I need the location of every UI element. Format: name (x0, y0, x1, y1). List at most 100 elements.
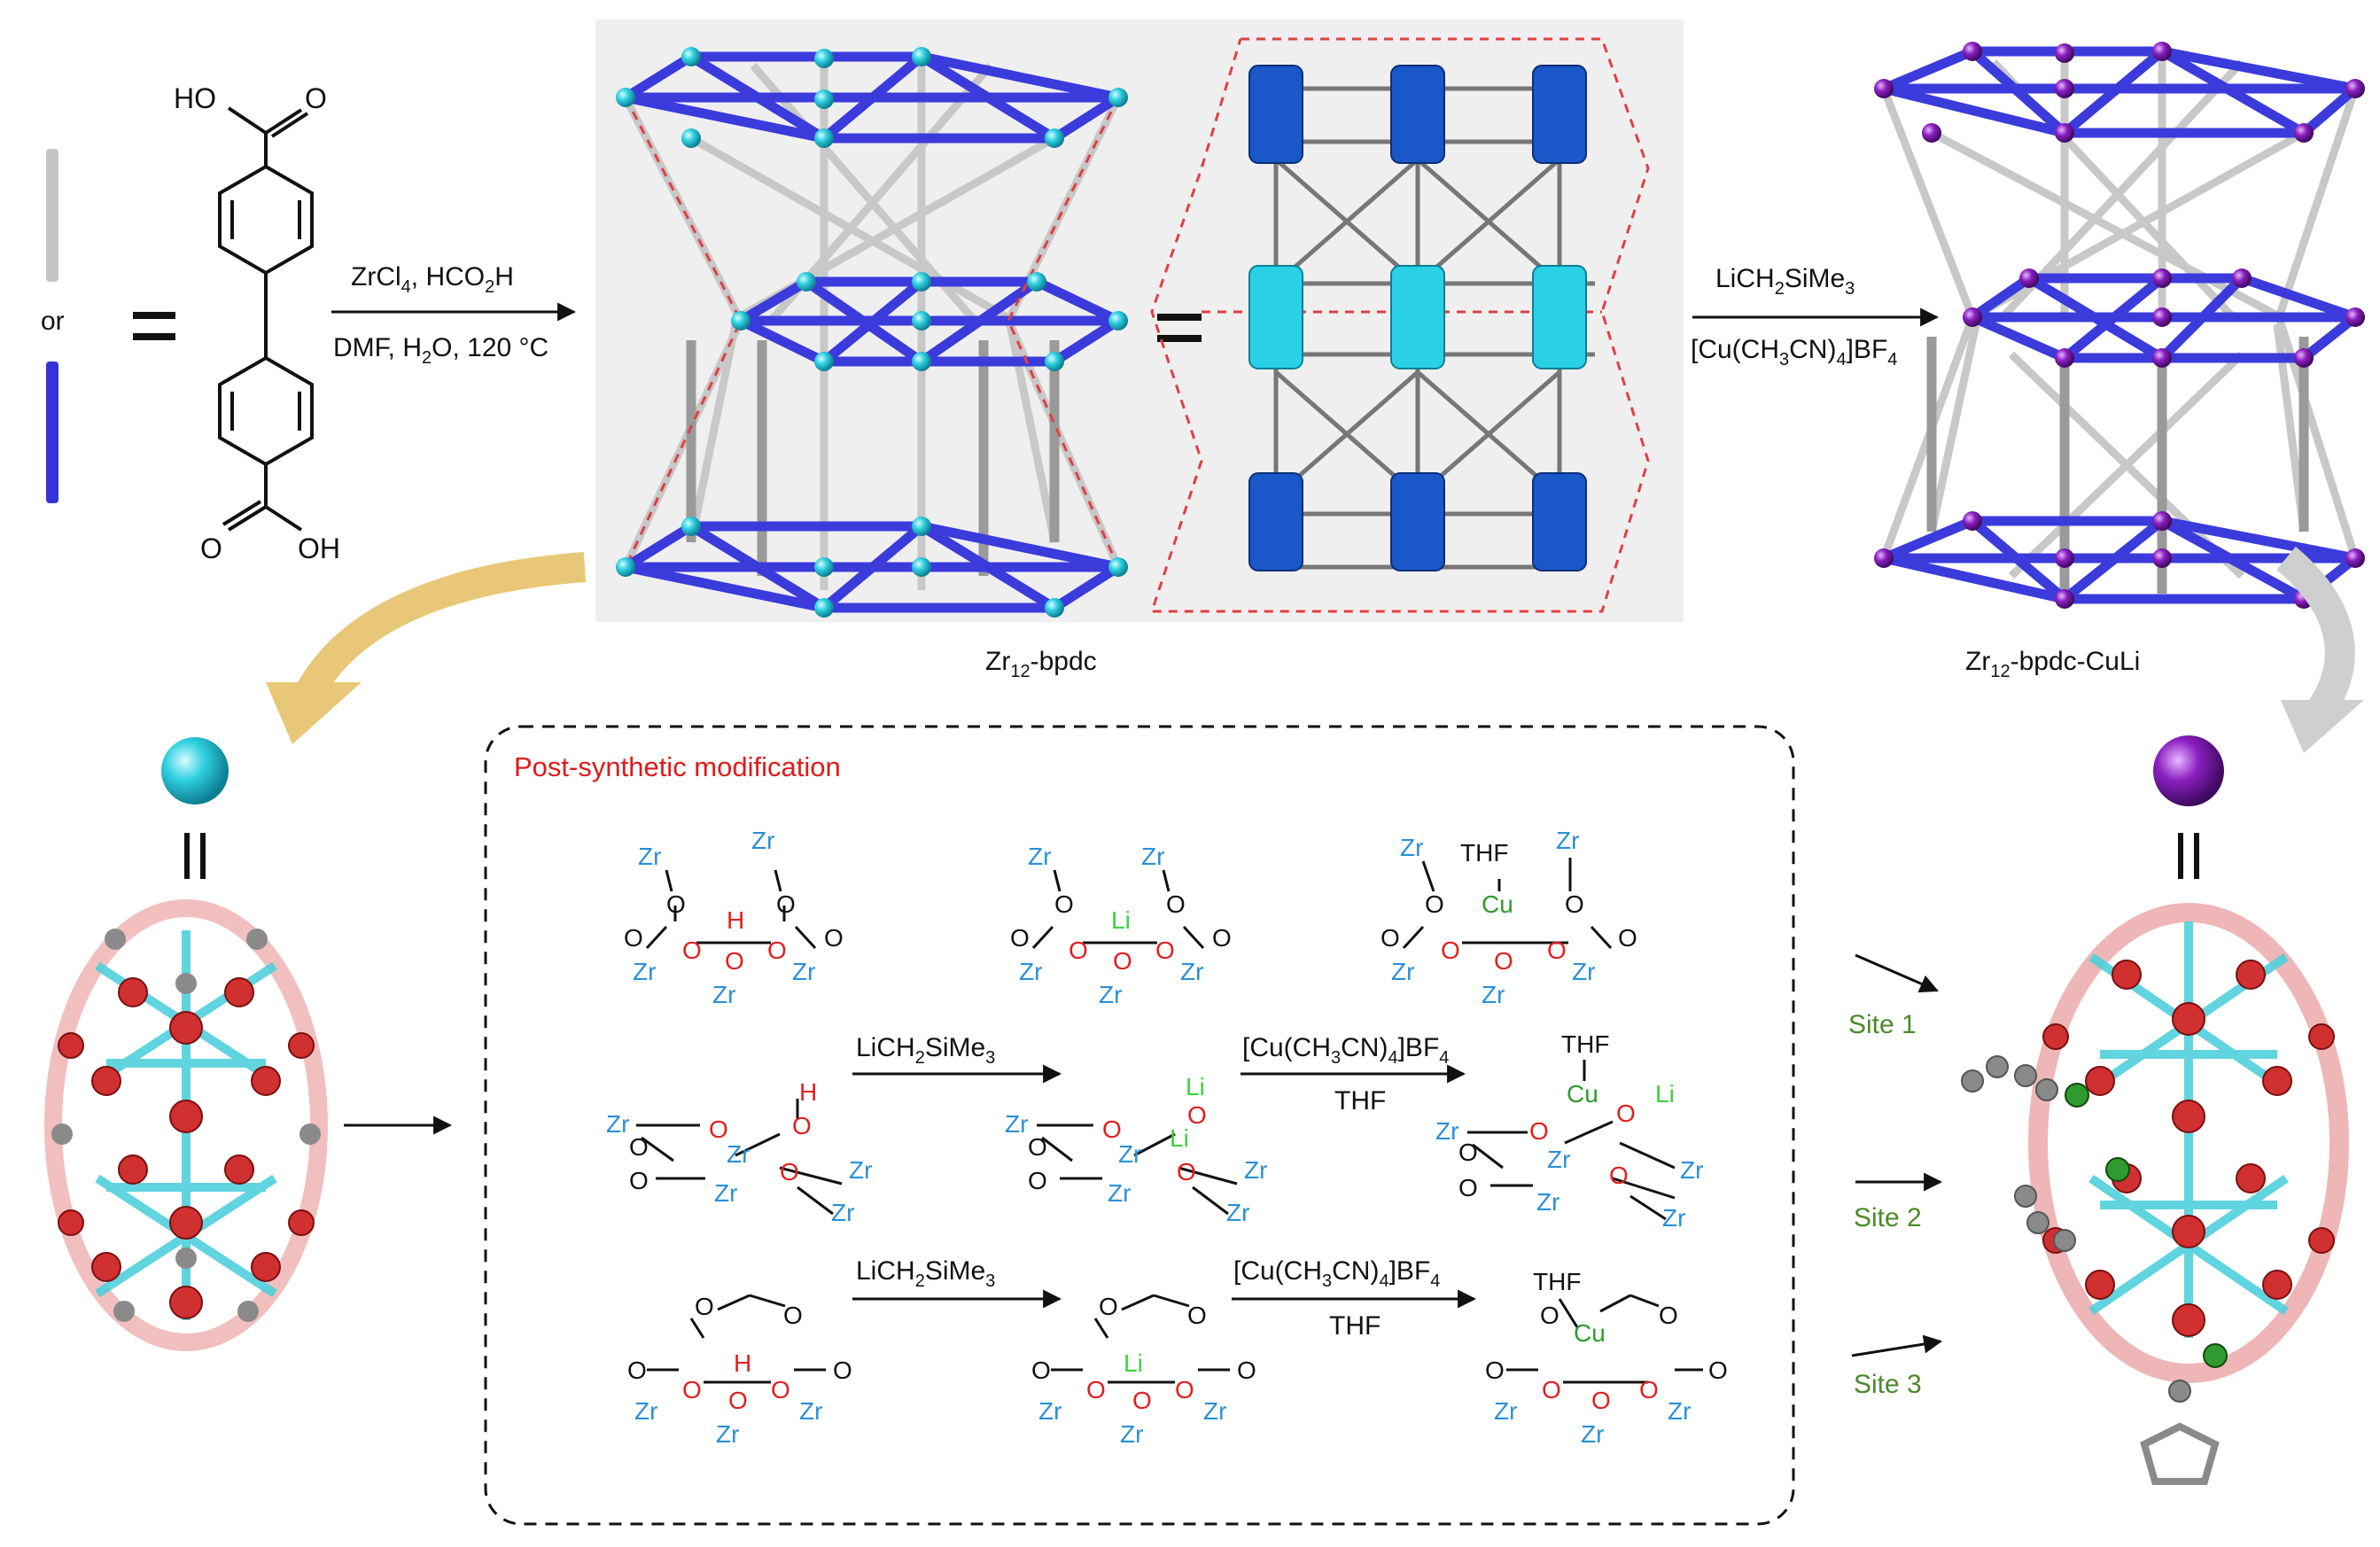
psm-arrow-row2-cu: [Cu(CH3CN)4]BF4 THF (1241, 1033, 1466, 1116)
svg-text:O: O (1113, 947, 1132, 975)
svg-text:H: H (727, 906, 744, 934)
svg-text:Cu: Cu (1482, 890, 1513, 918)
svg-text:O: O (1102, 1116, 1122, 1143)
svg-text:O: O (1177, 1158, 1196, 1186)
svg-text:O: O (624, 924, 643, 952)
svg-text:O: O (629, 1133, 649, 1161)
modification-reagent-2: [Cu(CH3CN)4]BF4 (1691, 335, 1897, 369)
linker-o-top: O (305, 82, 327, 114)
svg-text:Zr: Zr (1108, 1179, 1131, 1207)
svg-text:O: O (1425, 890, 1444, 918)
svg-text:O: O (783, 1302, 803, 1329)
svg-text:O: O (1458, 1139, 1478, 1166)
svg-text:THF: THF (1533, 1268, 1581, 1295)
svg-text:Li: Li (1124, 1349, 1143, 1377)
linker-oh-bottom: OH (298, 533, 340, 564)
svg-text:Li: Li (1170, 1124, 1189, 1152)
linker-o-bottom: O (200, 533, 222, 564)
svg-text:O: O (1381, 924, 1400, 952)
svg-text:O: O (1187, 1302, 1207, 1329)
site-1-label: Site 1 (1848, 1010, 1917, 1039)
svg-text:O: O (1132, 1387, 1152, 1414)
svg-text:O: O (1618, 924, 1637, 952)
svg-text:Zr: Zr (1572, 958, 1595, 985)
svg-text:O: O (1616, 1100, 1636, 1127)
svg-text:Zr: Zr (831, 1199, 854, 1226)
svg-text:Li: Li (1186, 1073, 1205, 1100)
svg-text:[Cu(CH3CN)4]BF4: [Cu(CH3CN)4]BF4 (1233, 1256, 1440, 1291)
svg-text:O: O (780, 1158, 799, 1186)
svg-text:Zr: Zr (1028, 843, 1051, 870)
or-label: or (41, 307, 65, 336)
svg-text:Li: Li (1655, 1080, 1675, 1108)
svg-text:Zr: Zr (1547, 1146, 1570, 1173)
psm-row3-li: O O O O Li O O O Zr Zr Zr (1031, 1293, 1256, 1448)
svg-text:Zr: Zr (799, 1397, 822, 1425)
svg-text:O: O (1547, 937, 1567, 964)
svg-text:Zr: Zr (792, 958, 815, 985)
net-zr12-bpdc (616, 47, 1128, 618)
svg-text:[Cu(CH3CN)4]BF4: [Cu(CH3CN)4]BF4 (1242, 1033, 1449, 1068)
reaction-arrow-modification: LiCH2SiMe3 [Cu(CH3CN)4]BF4 (1691, 264, 1940, 369)
svg-text:Zr: Zr (1400, 834, 1423, 861)
svg-text:Zr: Zr (716, 1420, 739, 1448)
svg-text:Zr: Zr (712, 981, 735, 1008)
purple-node-sphere (2153, 735, 2224, 806)
svg-text:O: O (1086, 1376, 1106, 1403)
psm-arrow-row3-li: LiCH2SiMe3 (852, 1256, 1062, 1309)
label-zr12-bpdc: Zr12-bpdc (985, 647, 1097, 681)
svg-text:O: O (629, 1167, 649, 1194)
svg-text:O: O (1659, 1302, 1678, 1329)
site-3-label: Site 3 (1854, 1370, 1922, 1399)
svg-text:O: O (1187, 1101, 1207, 1129)
svg-text:Zr: Zr (1494, 1397, 1517, 1425)
svg-text:O: O (1591, 1387, 1611, 1414)
svg-text:Zr: Zr (1118, 1140, 1141, 1168)
svg-text:O: O (1639, 1376, 1659, 1403)
svg-text:O: O (1028, 1133, 1047, 1161)
svg-text:H: H (799, 1078, 817, 1106)
svg-text:Zr: Zr (1556, 827, 1579, 854)
cu-li-atoms (2065, 1083, 2228, 1368)
svg-text:Zr: Zr (1038, 1397, 1062, 1425)
svg-text:Zr: Zr (1203, 1397, 1226, 1425)
svg-text:Zr: Zr (1662, 1204, 1685, 1232)
svg-text:Zr: Zr (849, 1156, 872, 1184)
linker-ho-top: HO (174, 82, 216, 114)
parallel-sign-right (2178, 833, 2199, 879)
svg-text:Zr: Zr (1244, 1156, 1267, 1184)
svg-text:O: O (1028, 1167, 1047, 1194)
synthesis-conditions-line2: DMF, H2O, 120 °C (333, 333, 548, 368)
svg-text:O: O (627, 1357, 647, 1384)
blue-rod-legend (46, 361, 58, 503)
reaction-arrow-synthesis: ZrCl4, HCO2H DMF, H2O, 120 °C (331, 262, 577, 368)
svg-text:O: O (1441, 937, 1460, 964)
cyan-node-sphere (161, 737, 229, 805)
svg-text:Zr: Zr (1482, 981, 1505, 1008)
zr12-cluster-left (44, 899, 328, 1351)
svg-text:Zr: Zr (606, 1110, 629, 1138)
svg-text:Zr: Zr (1680, 1156, 1703, 1184)
svg-text:LiCH2SiMe3: LiCH2SiMe3 (856, 1033, 995, 1068)
svg-text:O: O (1054, 890, 1074, 918)
psm-title: Post-synthetic modification (514, 751, 841, 782)
psm-row2-li: Zr O O Zr O Zr Li O Li O Zr Zr (1005, 1073, 1267, 1226)
svg-text:O: O (1540, 1302, 1559, 1329)
svg-text:Zr: Zr (1435, 1117, 1458, 1145)
psm-row1-cu: Zr THF Zr O Cu O O O O O O Zr Zr Zr (1381, 827, 1637, 1008)
svg-text:O: O (1529, 1117, 1549, 1145)
psm-row1-start: Zr Zr O O O O H O O O Zr Zr Zr (624, 827, 844, 1008)
zr12-culi-cluster (1961, 903, 2349, 1485)
svg-text:O: O (1031, 1357, 1051, 1384)
svg-text:O: O (1494, 947, 1513, 975)
svg-text:Zr: Zr (1581, 1420, 1604, 1448)
svg-text:O: O (1175, 1376, 1194, 1403)
svg-text:O: O (682, 1376, 702, 1403)
psm-row2-start: Zr O O Zr O Zr H O O Zr Zr (606, 1078, 872, 1226)
psm-row3-cu: THF O O Cu O O O O O Zr Zr Zr (1485, 1268, 1728, 1448)
parallel-sign-left (184, 833, 206, 879)
gold-arrow-head (266, 682, 362, 744)
svg-text:Zr: Zr (727, 1140, 750, 1168)
svg-text:Zr: Zr (1226, 1199, 1249, 1226)
